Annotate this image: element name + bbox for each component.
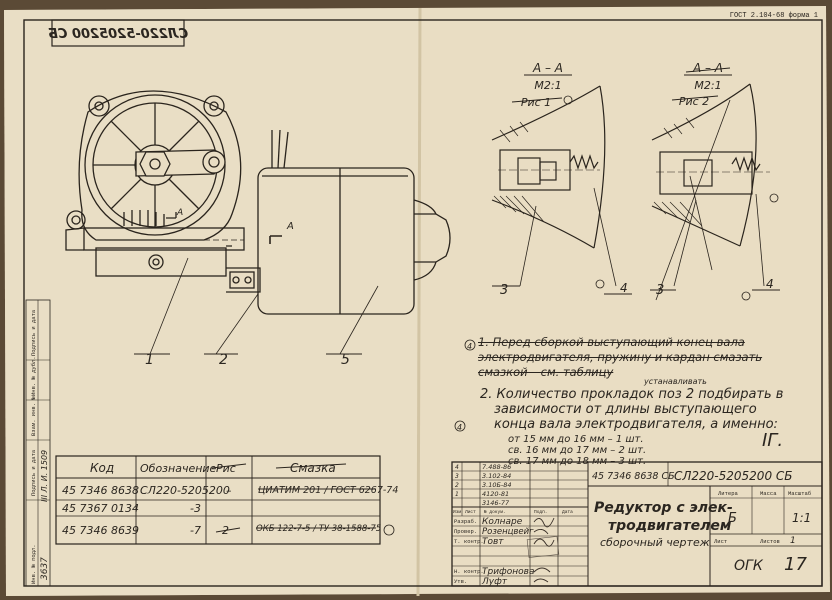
tb-name-line-0: Редуктор с элек-	[594, 500, 733, 516]
title-block: 4 7.488-86 3 3.102-84 2 3.10Б-84 1 4120-…	[451, 461, 823, 587]
fold-line	[416, 7, 422, 597]
section1-title: А – А	[532, 61, 563, 75]
notes-block: 4 1. Перед сборкой выступающий конец вал…	[454, 335, 783, 467]
gost-form-label: ГОСТ 2.104-68 форма 1	[730, 12, 818, 20]
note-mark-2: 4	[457, 423, 462, 432]
main-section-marker-2: A	[176, 208, 183, 218]
rev-date-2: 3.10Б-84	[482, 481, 512, 489]
table-r3-code: 45 7346 8639	[62, 524, 139, 537]
note2-line-0: 2. Количество прокладок поз 2 подбирать …	[480, 387, 783, 402]
role-0: Разраб.	[454, 518, 477, 525]
note-mark-1: 4	[467, 342, 472, 351]
tb-number: 17	[784, 554, 807, 575]
table-r3-designation: -7	[190, 524, 201, 537]
left-strip: Инв. № подл. Подпись и дата Взам. инв. №…	[23, 299, 51, 587]
change-h-2: № докум.	[484, 510, 506, 515]
tb-designation: СЛ220-5205200 СБ	[674, 469, 793, 483]
table-r3-lube: ОКБ 122-7-5 / ТУ 38-1588-75	[256, 524, 381, 534]
section-view-1: А – А М2:1 Рис 1 3 4	[491, 61, 632, 298]
rev-n-2: 2	[455, 482, 459, 489]
table-header-designation: Обозначение	[140, 462, 217, 475]
mirrored-designation: СЛ220-5205200 СБ	[48, 27, 188, 42]
strip-label-0: Инв. № подл.	[30, 544, 37, 584]
tb-litera: Б	[728, 511, 737, 526]
role-1: Провер.	[454, 528, 477, 535]
tb-scale: 1:1	[792, 511, 811, 525]
inv-number: 3637	[40, 557, 50, 580]
note1-wrap: 1. Перед сборкой выступающий конец вала …	[478, 335, 763, 379]
section-view-2: А – А М2:1 Рис 2 3 4	[650, 61, 780, 301]
strip-label-3: Инв. № дубл.	[30, 356, 37, 396]
code-table: Код Обозначение Рис Смазка 45 7346 8638 …	[55, 455, 398, 545]
rev-n-3: 1	[455, 491, 459, 498]
note2-line-1: зависимости от длины выступающего	[494, 402, 757, 417]
rev-n-1: 3	[455, 473, 459, 480]
note2-line-4: св. 16 мм до 17 мм – 2 шт.	[508, 445, 646, 456]
tb-litera-label: Литера	[718, 490, 739, 497]
change-h-4: Дата	[562, 509, 573, 515]
position-1: 1	[145, 352, 154, 368]
change-h-3: Подп.	[534, 509, 548, 515]
tb-sheets-label: Листов	[760, 538, 780, 545]
stamp	[526, 536, 560, 558]
table-r1-code: 45 7346 8638	[62, 484, 139, 497]
mirrored-designation-box: СЛ220-5205200 СБ	[48, 19, 188, 47]
strip-label-1: Подпись и дата	[30, 449, 37, 496]
gearbox-drawing	[65, 90, 451, 355]
tb-sheets: 1	[790, 536, 796, 546]
role-4: Н. контр.	[454, 568, 484, 575]
section1-scale: М2:1	[534, 79, 561, 92]
note1: 1. Перед сборкой выступающий конец вала …	[478, 335, 763, 379]
signatures	[533, 517, 555, 583]
strip-label-4: Подпись и дата	[30, 309, 37, 356]
section1-leader-3: 3	[500, 283, 508, 298]
strip-handwritten: ΙΙΙ Л. И. 1509	[40, 450, 49, 502]
section2-scale: М2:1	[694, 79, 721, 92]
role-name-2: Товт	[482, 537, 504, 547]
position-5: 5	[341, 352, 350, 368]
tb-scale-label: Масштаб	[788, 490, 811, 497]
note2-line-3: от 15 мм до 16 мм – 1 шт.	[508, 434, 644, 445]
table-r1-lube: ЦИАТИМ 201 / ГОСТ 6267-74	[258, 485, 398, 496]
role-name-1: Розенцвейг	[482, 527, 534, 537]
section1-figure: Рис 1	[521, 96, 551, 109]
table-r2-designation: -3	[190, 502, 201, 515]
change-h-0: Изм	[453, 509, 461, 515]
position-2: 2	[219, 352, 228, 368]
rev-date-4: 3146-77	[482, 499, 510, 507]
table-r2-code: 45 7367 0134	[62, 502, 139, 515]
table-r1-designation: СЛ220-5205200	[140, 484, 230, 497]
rev-date-3: 4120-81	[482, 490, 509, 498]
note2-line-2: конца вала электродвигателя, а именно:	[494, 417, 778, 432]
table-header-fig: Рис	[216, 462, 236, 475]
role-2: Т. контр.	[454, 538, 484, 545]
signature-mark: IГ.	[762, 430, 783, 451]
role-name-4: Трифонова	[482, 567, 534, 577]
strip-label-2: Взам. инв. №	[30, 396, 37, 436]
table-header-lube: Смазка	[290, 461, 336, 475]
tb-sheet-label: Лист	[714, 538, 727, 545]
rev-n-0: 4	[455, 464, 459, 471]
tb-code: 45 7346 8638 СБ	[592, 471, 675, 482]
change-h-1: Лист	[465, 509, 476, 515]
table-header-code: Код	[90, 461, 114, 475]
section1-leader-4: 4	[620, 281, 628, 295]
section2-leader-3: 3	[656, 283, 664, 298]
tb-doc-type: сборочный чертеж	[600, 536, 710, 549]
role-5: Утв.	[454, 578, 467, 585]
main-section-marker: A	[286, 221, 294, 232]
section2-title: А – А	[692, 61, 723, 75]
tb-org: ОГК	[734, 558, 764, 574]
rev-date-0: 7.488-86	[482, 463, 511, 471]
table-r1-fig: –	[226, 484, 232, 497]
section2-leader-4: 4	[766, 277, 774, 291]
tb-name-line-1: тродвигателем	[608, 518, 731, 534]
note-correction: устанавливать	[643, 377, 707, 386]
rev-date-1: 3.102-84	[482, 472, 511, 480]
tb-mass-label: Масса	[760, 490, 777, 497]
role-name-0: Колнаре	[482, 517, 523, 527]
role-name-5: Луфт	[481, 577, 508, 587]
